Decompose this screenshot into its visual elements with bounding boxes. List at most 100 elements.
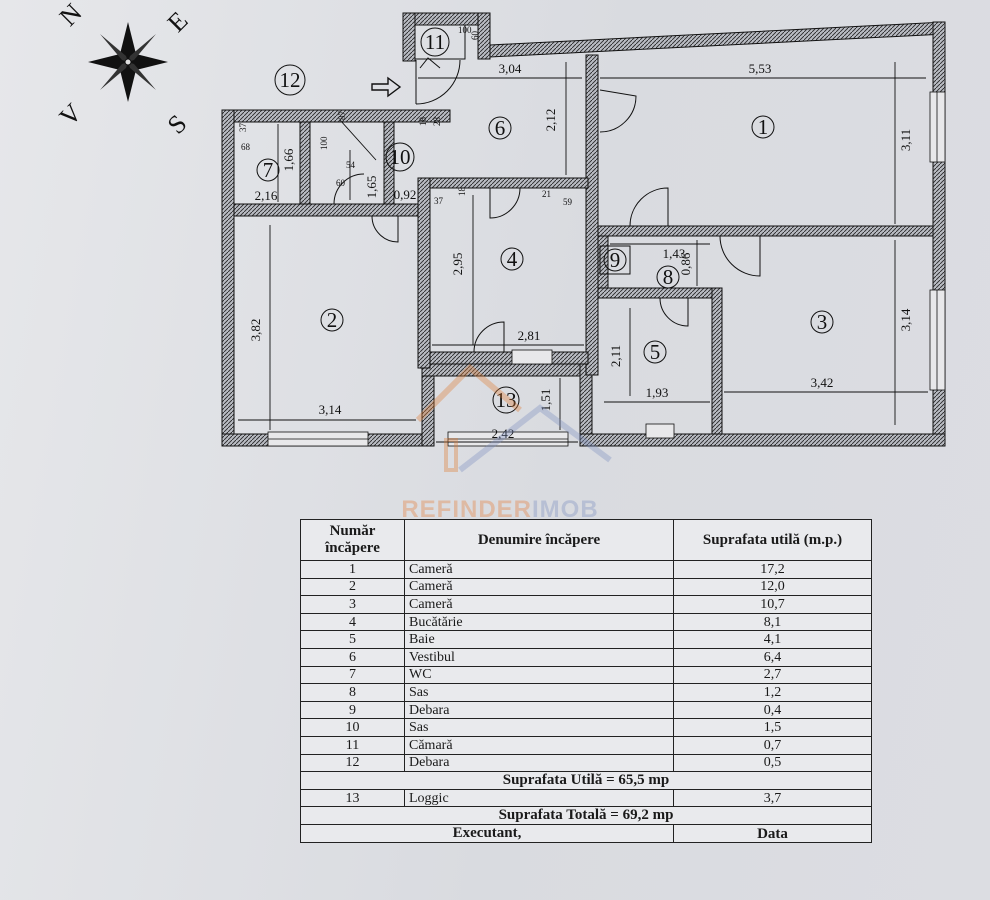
room-number-cell: 9 [300, 700, 405, 720]
svg-text:2,12: 2,12 [543, 109, 558, 132]
room-number-cell: 5 [300, 630, 405, 649]
svg-text:54: 54 [346, 160, 356, 170]
svg-text:5: 5 [650, 340, 661, 364]
svg-text:100: 100 [458, 25, 472, 35]
svg-text:0,86: 0,86 [678, 252, 693, 275]
svg-text:1,65: 1,65 [364, 176, 379, 199]
svg-text:12: 12 [280, 68, 301, 92]
room-name-cell: Cameră [404, 595, 674, 614]
svg-text:59: 59 [563, 197, 573, 207]
room-number-cell: 10 [300, 718, 405, 737]
svg-text:3,04: 3,04 [499, 61, 522, 76]
footer-row: Executant, Data [300, 823, 872, 843]
room-12-label: 12 [274, 64, 306, 96]
loggia-number: 13 [300, 788, 405, 808]
room-10-label: 10 [385, 142, 415, 172]
room-area-cell: 0,5 [673, 753, 872, 773]
loggia-name: Loggic [404, 788, 674, 808]
useful-total-row: Suprafata Utilă = 65,5 mp [300, 771, 872, 790]
compass-west-label: V [54, 98, 88, 132]
svg-text:3,42: 3,42 [811, 375, 834, 390]
room-area-cell: 1,2 [673, 683, 872, 702]
svg-text:2,42: 2,42 [492, 426, 515, 441]
room-6-label: 6 [488, 116, 512, 140]
room-4-label: 4 [500, 247, 524, 271]
svg-text:3,14: 3,14 [319, 402, 342, 417]
svg-text:2,95: 2,95 [450, 253, 465, 276]
room-area-cell: 8,1 [673, 612, 872, 632]
room-2-label: 2 [320, 308, 344, 332]
svg-text:37: 37 [238, 123, 248, 133]
svg-text:18: 18 [418, 117, 428, 127]
room-number-cell: 12 [300, 753, 405, 773]
watermark-logo: REFINDERIMOB [401, 496, 599, 523]
room-area-cell: 0,7 [673, 735, 872, 755]
room-name-cell: Baie [404, 630, 674, 649]
room-name-cell: Vestibul [404, 647, 674, 667]
room-area-cell: 12,0 [673, 577, 872, 597]
table-row-loggia: 13 Loggic 3,7 [300, 788, 872, 808]
svg-text:37: 37 [434, 196, 444, 206]
room-number-labels: 1 2 3 4 5 6 7 8 9 10 11 12 13 [256, 24, 834, 414]
room-number-cell: 8 [300, 683, 405, 702]
room-number-cell: 1 [300, 560, 405, 579]
room-7-label: 7 [256, 158, 280, 182]
room-area-cell: 1,5 [673, 718, 872, 737]
area-table: Număr încăpere Denumire încăpere Suprafa… [300, 519, 872, 843]
entrance-arrow-icon [371, 76, 402, 98]
svg-text:60: 60 [336, 178, 346, 188]
room-name-cell: Debara [404, 700, 674, 720]
date-label: Data [673, 823, 872, 843]
compass-north-label: N [54, 0, 88, 32]
svg-text:3,14: 3,14 [898, 308, 913, 331]
room-name-cell: Debara [404, 753, 674, 773]
svg-text:2,81: 2,81 [518, 328, 541, 343]
room-number-cell: 11 [300, 735, 405, 755]
plan-doors [333, 57, 761, 353]
room-area-cell: 0,4 [673, 700, 872, 720]
header-room-name: Denumire încăpere [404, 519, 674, 561]
dimension-labels: 5,53 3,11 3,04 2,12 2,16 1,66 0,92 1,65 … [248, 61, 913, 441]
room-9-label: 9 [599, 245, 631, 275]
watermark-house-icon [415, 363, 612, 473]
plan-windows [267, 91, 946, 447]
svg-text:3: 3 [817, 310, 828, 334]
svg-text:28: 28 [432, 117, 442, 127]
dimension-lines [236, 62, 928, 443]
header-useful-area: Suprafata utilă (m.p.) [673, 519, 872, 561]
svg-text:87: 87 [337, 111, 347, 121]
floor-plan: N E S V [54, 0, 946, 473]
svg-text:1: 1 [758, 115, 769, 139]
header-room-number: Număr încăpere [300, 519, 405, 561]
svg-text:0,92: 0,92 [394, 187, 417, 202]
room-area-cell: 10,7 [673, 595, 872, 614]
room-11-label: 11 [414, 24, 466, 60]
svg-text:2: 2 [327, 308, 338, 332]
svg-text:1,51: 1,51 [538, 389, 553, 412]
room-8-label: 8 [656, 265, 680, 289]
room-1-label: 1 [751, 115, 775, 139]
room-area-cell: 17,2 [673, 560, 872, 579]
svg-text:8: 8 [663, 265, 674, 289]
compass-east-label: E [162, 6, 194, 38]
svg-text:3,11: 3,11 [898, 129, 913, 151]
room-name-cell: Cameră [404, 560, 674, 579]
svg-text:9: 9 [610, 248, 621, 272]
svg-text:100: 100 [319, 136, 329, 150]
svg-text:2,16: 2,16 [255, 188, 278, 203]
small-marks: 100 60 28 18 37 68 100 87 54 60 37 18 21… [238, 25, 573, 207]
room-13-label: 13 [492, 386, 520, 414]
room-number-cell: 3 [300, 595, 405, 614]
svg-text:21: 21 [542, 189, 551, 199]
room-5-label: 5 [643, 340, 667, 364]
